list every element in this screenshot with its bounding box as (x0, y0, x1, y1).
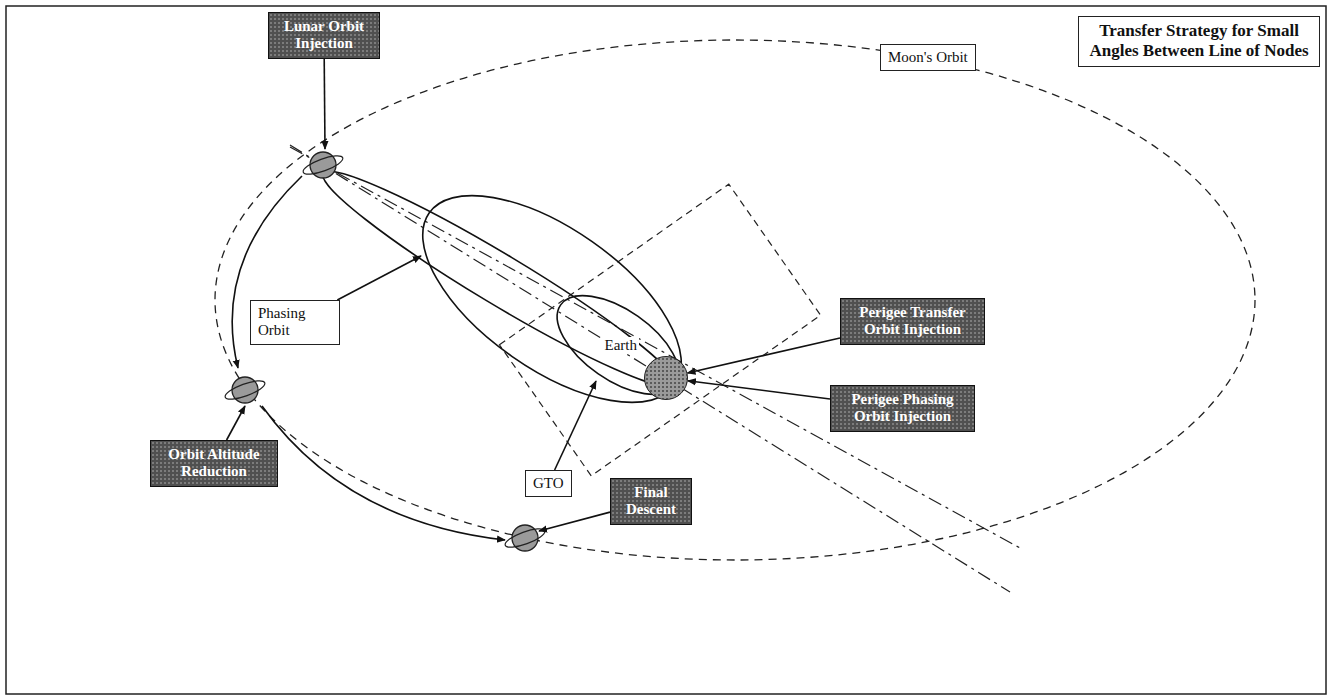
box-text: Lunar Orbit Injection (276, 18, 372, 53)
leader-arrow (539, 512, 610, 531)
moon-symbol (223, 377, 267, 403)
title-box: Transfer Strategy for Small Angles Betwe… (1078, 16, 1320, 67)
box-text: Orbit Altitude Reduction (158, 446, 270, 481)
orbit-label: Moon's Orbit (880, 44, 976, 71)
gto-orbit (541, 276, 696, 414)
transfer-orbit (310, 152, 687, 406)
event-box: Perigee Phasing Orbit Injection (830, 385, 975, 432)
box-text: Phasing Orbit (258, 305, 332, 340)
phasing-orbit (389, 156, 715, 443)
moon-symbol (503, 525, 547, 551)
leader-arrow (323, 59, 325, 150)
figure-frame (6, 6, 1326, 694)
box-text: Perigee Transfer Orbit Injection (848, 304, 977, 339)
connector-arrow (688, 381, 830, 399)
leader-arrow (227, 406, 245, 440)
box-text: Final Descent (618, 484, 684, 519)
title-text: Transfer Strategy for Small Angles Betwe… (1088, 21, 1310, 62)
plane-outline (499, 184, 820, 476)
earth-circle: Earth (644, 356, 688, 400)
orbit-label: GTO (525, 470, 572, 497)
line-of-nodes (290, 147, 1020, 548)
box-text: Perigee Phasing Orbit Injection (838, 391, 967, 426)
box-text: GTO (533, 475, 564, 492)
line-of-nodes (290, 145, 1010, 592)
moon-symbol (301, 152, 345, 178)
earth-label: Earth (603, 337, 639, 354)
moon-orbit (215, 40, 1255, 560)
event-box: Lunar Orbit Injection (268, 12, 380, 59)
orbit-label: Phasing Orbit (250, 300, 340, 345)
box-text: Moon's Orbit (888, 49, 968, 66)
leader-arrow (337, 256, 421, 300)
event-box: Perigee Transfer Orbit Injection (840, 298, 985, 345)
leader-arrow (555, 381, 596, 470)
event-box: Orbit Altitude Reduction (150, 440, 278, 487)
connector-arrow (687, 338, 840, 373)
event-box: Final Descent (610, 478, 692, 525)
orbit-arrow (262, 406, 505, 540)
